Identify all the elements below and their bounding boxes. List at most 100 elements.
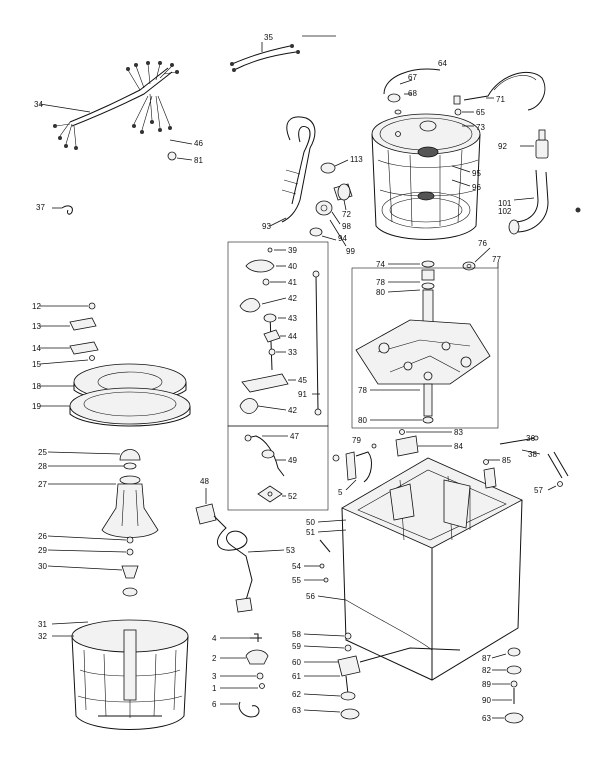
drain-hose bbox=[269, 116, 316, 227]
label-43: 43 bbox=[288, 314, 297, 323]
label-29: 29 bbox=[38, 546, 47, 555]
label-85: 85 bbox=[502, 456, 511, 465]
label-74: 74 bbox=[376, 260, 385, 269]
label-63: 63 bbox=[292, 706, 301, 715]
label-72: 72 bbox=[342, 210, 351, 219]
clip-37 bbox=[61, 205, 73, 215]
label-39: 39 bbox=[288, 246, 297, 255]
leveling-leg-left bbox=[337, 632, 461, 720]
basket-31 bbox=[71, 619, 189, 730]
drive-hub bbox=[355, 260, 491, 424]
label-54: 54 bbox=[292, 562, 301, 571]
label-33: 33 bbox=[288, 348, 297, 357]
label-27: 27 bbox=[38, 480, 47, 489]
clip-81 bbox=[167, 151, 177, 161]
label-64: 64 bbox=[438, 59, 447, 68]
power-cord bbox=[195, 503, 253, 613]
label-53: 53 bbox=[286, 546, 295, 555]
label-12: 12 bbox=[32, 302, 41, 311]
label-94: 94 bbox=[338, 234, 347, 243]
label-98: 98 bbox=[342, 222, 351, 231]
box-77 bbox=[351, 267, 499, 429]
label-36: 36 bbox=[526, 434, 535, 443]
tub-cover-19 bbox=[69, 387, 191, 427]
label-14: 14 bbox=[32, 344, 41, 353]
tub-hardware bbox=[387, 93, 462, 137]
motor-bracket-parts bbox=[244, 434, 285, 503]
wire-35 bbox=[230, 35, 336, 72]
cabinet-side-parts bbox=[319, 539, 331, 583]
label-35: 35 bbox=[264, 33, 273, 42]
label-95: 95 bbox=[472, 169, 481, 178]
label-6: 6 bbox=[212, 700, 217, 709]
label-67: 67 bbox=[408, 73, 417, 82]
label-63b: 63 bbox=[482, 714, 491, 723]
label-5: 5 bbox=[338, 488, 343, 497]
label-51: 51 bbox=[306, 528, 315, 537]
label-28: 28 bbox=[38, 462, 47, 471]
label-50: 50 bbox=[306, 518, 315, 527]
label-82: 82 bbox=[482, 666, 491, 675]
label-65: 65 bbox=[476, 108, 485, 117]
label-84: 84 bbox=[454, 442, 463, 451]
label-71: 71 bbox=[496, 95, 505, 104]
label-44: 44 bbox=[288, 332, 297, 341]
bracket-parts bbox=[238, 633, 269, 718]
label-40: 40 bbox=[288, 262, 297, 271]
label-73: 73 bbox=[476, 123, 485, 132]
coupling-72 bbox=[309, 183, 353, 237]
label-32: 32 bbox=[38, 632, 47, 641]
label-79: 79 bbox=[352, 436, 361, 445]
label-96: 96 bbox=[472, 183, 481, 192]
label-89: 89 bbox=[482, 680, 491, 689]
label-90: 90 bbox=[482, 696, 491, 705]
label-42b: 42 bbox=[288, 406, 297, 415]
label-48: 48 bbox=[200, 477, 209, 486]
label-59: 59 bbox=[292, 642, 301, 651]
suspension-parts bbox=[239, 247, 322, 416]
label-2: 2 bbox=[212, 654, 217, 663]
label-18: 18 bbox=[32, 382, 41, 391]
label-4: 4 bbox=[212, 634, 217, 643]
label-92: 92 bbox=[498, 142, 507, 151]
hose-36-38 bbox=[499, 435, 569, 487]
washer-76 bbox=[462, 261, 476, 271]
label-34: 34 bbox=[34, 100, 43, 109]
lid-hinge-parts bbox=[69, 302, 99, 361]
label-49: 49 bbox=[288, 456, 297, 465]
label-37: 37 bbox=[36, 203, 45, 212]
lid-switch bbox=[395, 429, 497, 489]
label-15: 15 bbox=[32, 360, 41, 369]
cabinet bbox=[341, 457, 523, 681]
label-102: 102 bbox=[498, 207, 512, 216]
gasket-113 bbox=[320, 162, 336, 174]
label-45: 45 bbox=[298, 376, 307, 385]
wire-harness bbox=[39, 61, 193, 150]
label-57: 57 bbox=[534, 486, 543, 495]
label-42: 42 bbox=[288, 294, 297, 303]
label-93: 93 bbox=[262, 222, 271, 231]
valve-92 bbox=[535, 129, 549, 159]
label-87: 87 bbox=[482, 654, 491, 663]
label-55: 55 bbox=[292, 576, 301, 585]
leader-64 bbox=[383, 68, 441, 95]
label-113: 113 bbox=[350, 155, 363, 164]
label-41: 41 bbox=[288, 278, 297, 287]
label-76: 76 bbox=[478, 239, 487, 248]
label-101: 101 bbox=[498, 199, 512, 208]
label-60: 60 bbox=[292, 658, 301, 667]
label-61: 61 bbox=[292, 672, 301, 681]
leveling-leg-right bbox=[504, 647, 524, 724]
label-1: 1 bbox=[212, 684, 217, 693]
label-99: 99 bbox=[346, 247, 355, 256]
label-78b: 78 bbox=[358, 386, 367, 395]
label-81: 81 bbox=[194, 156, 203, 165]
hose-71 bbox=[463, 71, 546, 111]
label-25: 25 bbox=[38, 448, 47, 457]
label-26: 26 bbox=[38, 532, 47, 541]
motor-bracket-box bbox=[227, 425, 329, 511]
label-62: 62 bbox=[292, 690, 301, 699]
label-19: 19 bbox=[32, 402, 41, 411]
label-52: 52 bbox=[288, 492, 297, 501]
